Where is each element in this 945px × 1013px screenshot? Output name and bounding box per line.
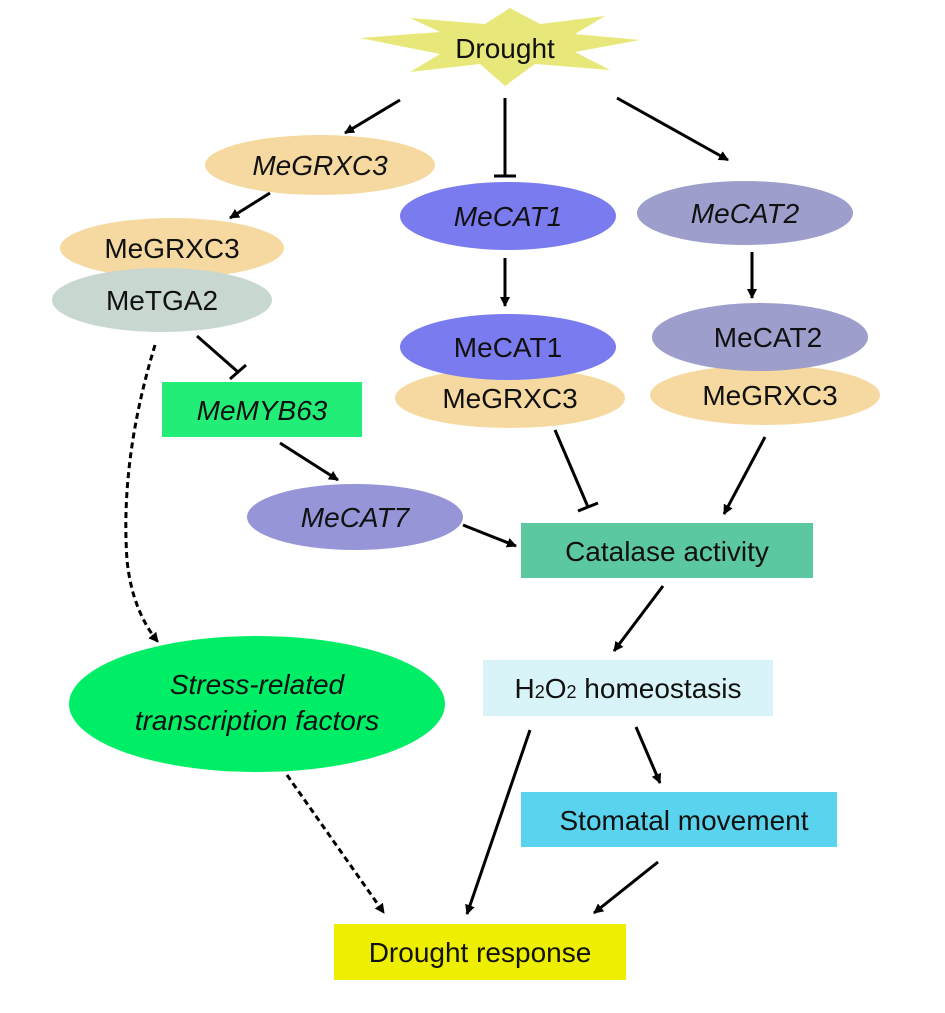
mecat1-gene-ellipse (400, 182, 616, 250)
arrow-megrxc3-gene-to-protein (229, 191, 271, 220)
megrxc3-cat1-label: MeGRXC3 (442, 383, 577, 414)
catalase-activity-box (521, 523, 813, 578)
megrxc3-gene-ellipse (205, 135, 435, 195)
arrow-memyb63-to-mecat7 (279, 441, 339, 482)
arrow-stomatal-to-response (593, 860, 659, 915)
stomatal-movement-box (521, 792, 837, 847)
h2o2-homeostasis-box (483, 660, 773, 716)
dashed-arrow-tf-to-response (285, 774, 386, 914)
arrow-catalase-to-h2o2 (612, 585, 665, 652)
arrow-h2o2-to-stomatal (634, 726, 662, 784)
arrow-drought-to-megrxc3 (344, 98, 401, 135)
dashed-arrow-metga2-to-tf (124, 344, 160, 643)
arrow-h2o2-to-response (465, 729, 532, 915)
drought-star-shape (360, 8, 640, 86)
drought-response-box (334, 924, 626, 980)
metga2-ellipse (52, 268, 272, 332)
mecat2-protein-ellipse (652, 303, 868, 371)
mecat1-protein-label: MeCAT1 (454, 332, 562, 363)
arrow-mecat7-to-catalase (462, 523, 517, 548)
h2o2-homeostasis-label: H2O2 homeostasis (514, 673, 741, 704)
stress-tf-label-line2: transcription factors (135, 705, 379, 736)
arrow-drought-to-mecat2 (616, 96, 729, 162)
memyb63-label: MeMYB63 (197, 395, 328, 426)
megrxc3-gene-label: MeGRXC3 (252, 150, 388, 181)
inhibit-metga2-to-memyb63-bar (229, 363, 247, 381)
mecat2-protein-label: MeCAT2 (714, 322, 822, 353)
catalase-activity-label: Catalase activity (565, 536, 769, 567)
megrxc3-cat1-ellipse (395, 368, 625, 428)
mecat7-ellipse (247, 484, 463, 550)
inhibit-mecat1-complex-to-catalase (553, 429, 590, 508)
mecat1-protein-ellipse (400, 314, 616, 380)
mecat7-label: MeCAT7 (301, 502, 411, 533)
megrxc3-cat2-ellipse (650, 365, 880, 425)
stress-tf-label-line1: Stress-related (170, 669, 346, 700)
mecat1-gene-label: MeCAT1 (454, 201, 562, 232)
drought-response-label: Drought response (369, 937, 592, 968)
stomatal-movement-label: Stomatal movement (560, 805, 809, 836)
mecat2-gene-label: MeCAT2 (691, 198, 800, 229)
megrxc3-protein-ellipse (60, 218, 284, 278)
metga2-label: MeTGA2 (106, 285, 218, 316)
mecat2-gene-ellipse (637, 181, 853, 245)
megrxc3-cat2-label: MeGRXC3 (702, 380, 837, 411)
arrow-mecat2-complex-to-catalase (722, 436, 767, 515)
inhibit-metga2-to-memyb63 (196, 334, 239, 374)
stress-tf-ellipse (69, 636, 445, 772)
inhibit-mecat1-complex-to-catalase-bar (577, 501, 599, 513)
memyb63-box (162, 382, 362, 437)
drought-label: Drought (455, 33, 555, 64)
megrxc3-protein-label: MeGRXC3 (104, 233, 239, 264)
